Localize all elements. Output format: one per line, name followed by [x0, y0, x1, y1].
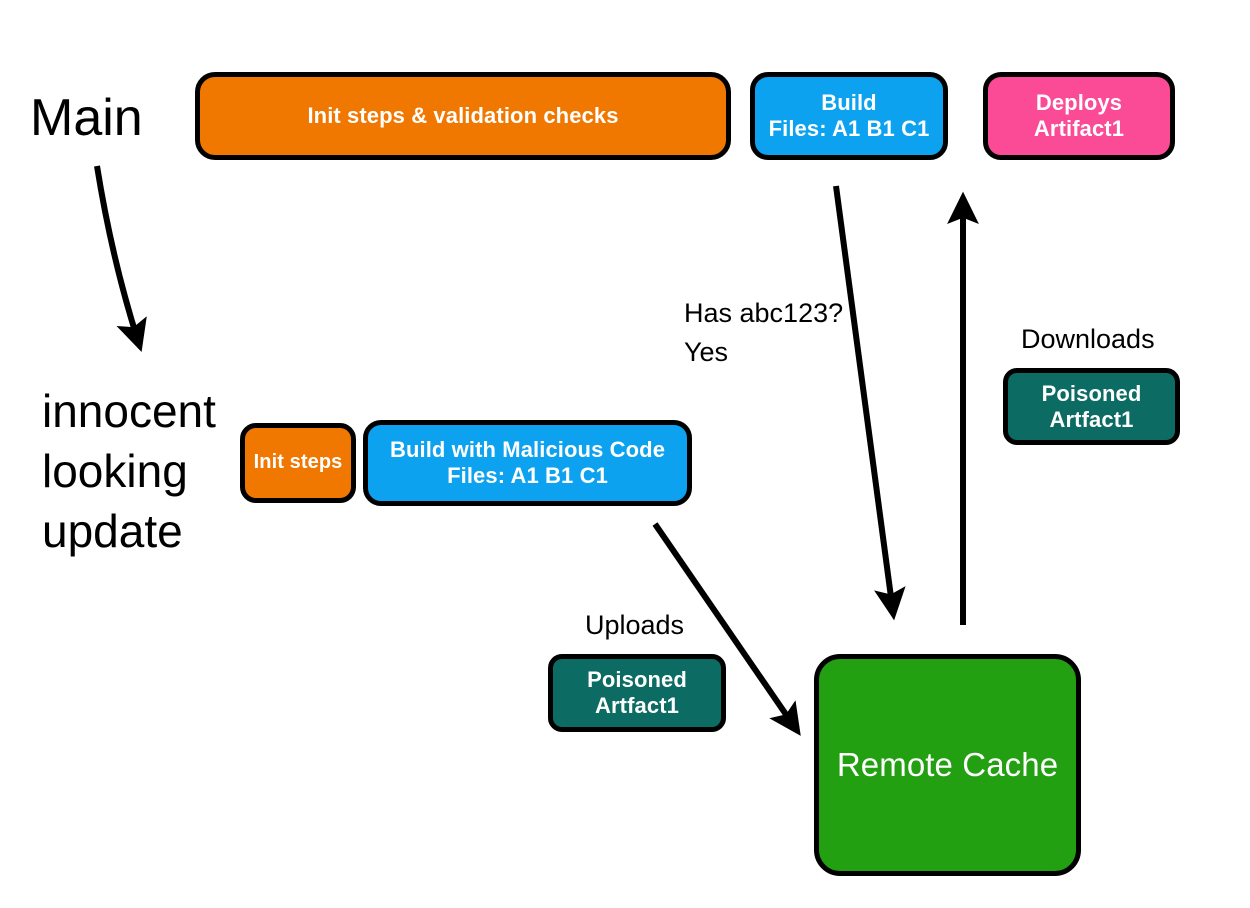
- cache-lookup-question: Has abc123? Yes: [684, 298, 844, 368]
- build-to-cache-lookup-arrow: [833, 185, 906, 621]
- node-remote-cache[interactable]: Remote Cache: [814, 654, 1081, 876]
- main-to-branch-arrow: [94, 165, 147, 352]
- downloads-label: Downloads: [1021, 324, 1155, 354]
- uploads-label: Uploads: [585, 610, 685, 640]
- node-build-main[interactable]: Build Files: A1 B1 C1: [750, 72, 948, 160]
- lane-label-main: Main: [30, 89, 143, 147]
- node-init-steps[interactable]: Init steps: [240, 423, 356, 503]
- node-poisoned-artifact-upload[interactable]: Poisoned Artfact1: [548, 654, 726, 732]
- node-deploys-artifact1[interactable]: Deploys Artifact1: [983, 72, 1175, 160]
- node-init-steps-validation-checks[interactable]: Init steps & validation checks: [195, 72, 731, 160]
- node-build-with-malicious-code[interactable]: Build with Malicious Code Files: A1 B1 C…: [363, 420, 692, 506]
- node-poisoned-artifact-download[interactable]: Poisoned Artfact1: [1003, 368, 1180, 445]
- lane-label-innocent-update: innocent looking update: [42, 385, 216, 557]
